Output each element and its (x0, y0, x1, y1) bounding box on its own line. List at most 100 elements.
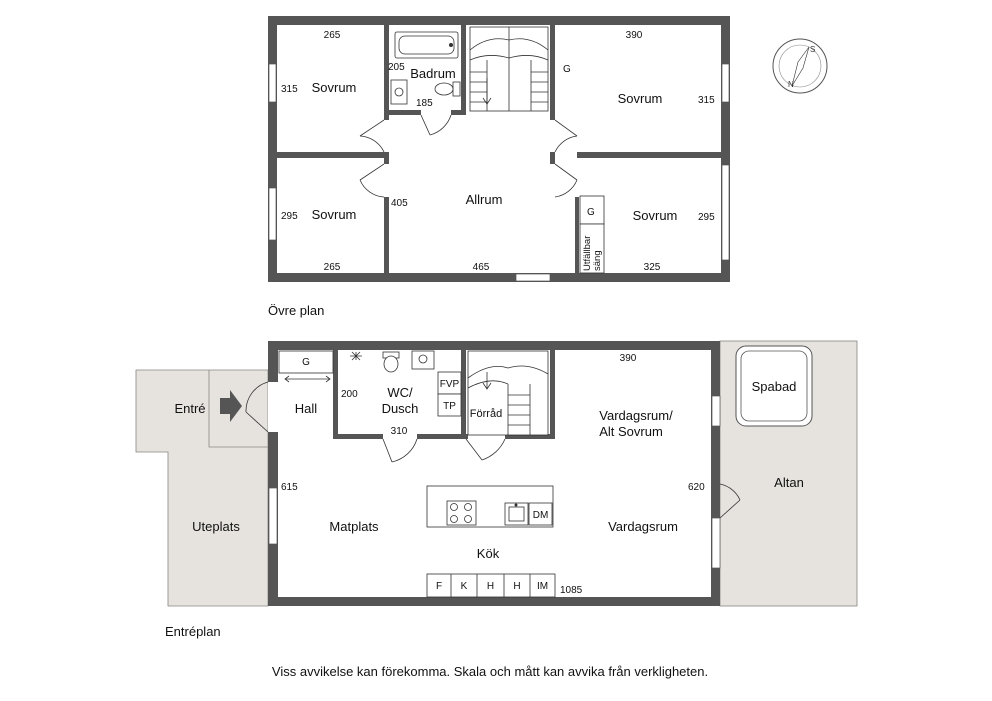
wall-segment (577, 152, 721, 158)
dimension-label: 265 (324, 262, 341, 273)
wall-segment (333, 350, 338, 438)
fold-bed-label: Utfällbar (582, 236, 593, 271)
dimension-label: 315 (698, 95, 715, 106)
dimension-label: 390 (626, 30, 643, 41)
sink-icon (390, 79, 408, 105)
wall-segment (389, 110, 421, 115)
room-label-forrad: Förråd (470, 408, 502, 420)
appliance-label: H (513, 581, 520, 592)
window (721, 63, 730, 103)
room-label-sovrum: Sovrum (312, 207, 357, 222)
spa-icon (735, 345, 813, 427)
door (382, 438, 418, 463)
sink-icon (411, 350, 435, 370)
room-label-altan: Altan (774, 475, 804, 490)
upper-floor: Sovrum Sovrum Badrum Allrum Sovrum Sovru… (268, 16, 730, 318)
staircase (469, 26, 549, 112)
entry-floor: Entré Hall WC/ Dusch Förråd Vardagsrum/ … (135, 340, 858, 639)
dimension-label: 200 (341, 389, 358, 400)
dimension-label: 205 (388, 62, 405, 73)
window (721, 164, 730, 261)
sliding-door-icon (284, 375, 331, 383)
wall-segment (461, 25, 466, 115)
appliance-label: K (461, 581, 468, 592)
disclaimer-text: Viss avvikelse kan förekomma. Skala och … (272, 664, 708, 679)
wall-segment (333, 434, 383, 439)
dimension-label: 465 (473, 262, 490, 273)
svg-text:N: N (788, 80, 794, 89)
dimension-label: 185 (416, 98, 433, 109)
compass-icon: S N (772, 38, 828, 94)
bathtub-icon (394, 31, 459, 59)
wall-segment (461, 350, 466, 439)
appliance-label: F (436, 581, 442, 592)
svg-text:S: S (810, 45, 815, 54)
wall-segment (384, 25, 389, 120)
staircase (467, 350, 549, 436)
entry-arrow-icon (220, 390, 242, 422)
fold-bed-label: säng (592, 250, 603, 271)
dimension-label: 390 (620, 353, 637, 364)
room-label-entre: Entré (174, 401, 205, 416)
window (711, 395, 721, 427)
door (554, 119, 578, 153)
room-label-badrum: Badrum (410, 66, 456, 81)
window (711, 517, 721, 569)
wall-segment (384, 197, 389, 273)
wall-segment (417, 434, 468, 439)
window (515, 273, 551, 282)
dimension-label: 310 (391, 426, 408, 437)
door (554, 163, 578, 198)
wall-segment (505, 434, 555, 439)
wall-segment (575, 197, 579, 273)
room-label-sovrum: Sovrum (633, 208, 678, 223)
dishwasher-label: DM (533, 510, 549, 521)
closet-label-g: G (563, 64, 571, 75)
wall-segment (451, 110, 466, 115)
toilet-icon (434, 81, 461, 97)
kitchen-island (426, 485, 554, 528)
dimension-label: 615 (281, 482, 298, 493)
appliance-row (426, 573, 556, 598)
door (465, 438, 506, 461)
toilet-icon (382, 351, 400, 373)
room-label-sovrum: Sovrum (618, 91, 663, 106)
window (268, 63, 277, 103)
entry-floor-caption: Entréplan (165, 624, 221, 639)
window (268, 487, 278, 545)
room-label-uteplats: Uteplats (192, 519, 240, 534)
room-label-hall: Hall (295, 401, 318, 416)
room-label-vardagsrum: Vardagsrum (608, 519, 678, 534)
dimension-label: 315 (281, 84, 298, 95)
dimension-label: 295 (281, 211, 298, 222)
room-label-kok: Kök (477, 546, 500, 561)
room-label-vardagsrum-alt: Vardagsrum/ (599, 408, 673, 423)
closet-label-g: G (302, 357, 310, 368)
room-label-spabad: Spabad (752, 379, 797, 394)
door (359, 119, 385, 153)
room-label-alt-sovrum: Alt Sovrum (599, 424, 663, 439)
dimension-label: 325 (644, 262, 661, 273)
wall-segment (384, 152, 389, 164)
dimension-label: 405 (391, 198, 408, 209)
fold-bed (579, 223, 605, 274)
appliance-label: H (487, 581, 494, 592)
room-label-sovrum: Sovrum (312, 80, 357, 95)
wall-segment (277, 152, 385, 158)
room-label-matplats: Matplats (329, 519, 379, 534)
shower-icon (350, 351, 362, 361)
upper-floor-caption: Övre plan (268, 303, 324, 318)
door (359, 163, 385, 198)
wall-segment (550, 152, 555, 164)
wall-segment (550, 25, 555, 120)
window (268, 187, 277, 241)
door (719, 483, 741, 519)
dimension-label: 620 (688, 482, 705, 493)
tp-unit (437, 393, 462, 417)
room-label-wc: WC/ (387, 385, 413, 400)
fvp-label: FVP (440, 379, 460, 390)
closet (278, 350, 334, 374)
dimension-label: 1085 (560, 585, 583, 596)
room-label-dusch: Dusch (382, 401, 419, 416)
